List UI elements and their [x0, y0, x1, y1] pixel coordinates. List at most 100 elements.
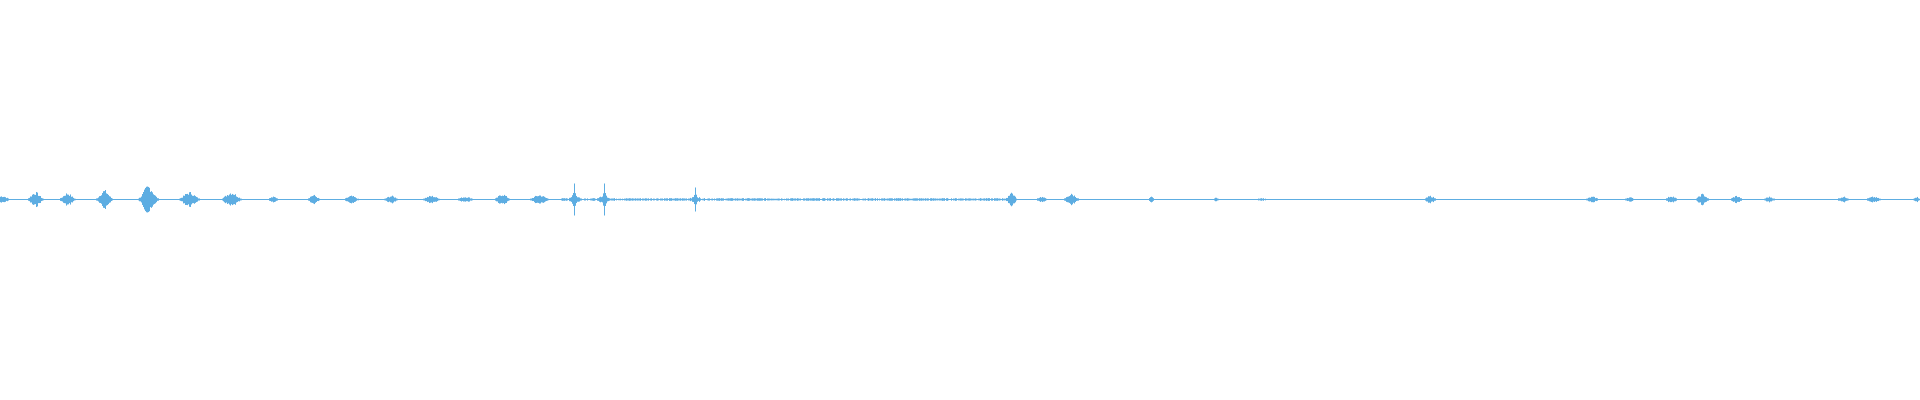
waveform-sample — [670, 198, 671, 201]
waveform-sample — [389, 197, 390, 202]
waveform-sample — [1696, 198, 1697, 201]
waveform-sample — [425, 197, 426, 202]
waveform-sample — [630, 198, 631, 201]
waveform-sample — [158, 198, 159, 201]
waveform-sample — [437, 197, 438, 202]
waveform-sample — [391, 196, 392, 203]
waveform-sample — [923, 198, 924, 201]
waveform-sample — [737, 198, 738, 201]
waveform-sample — [803, 198, 804, 201]
waveform-sample — [996, 198, 997, 201]
waveform-sample — [39, 195, 40, 204]
waveform-sample — [624, 198, 625, 201]
waveform-sample — [276, 198, 277, 201]
waveform-sample — [1076, 198, 1077, 201]
waveform-sample — [935, 198, 936, 201]
waveform-sample — [1214, 198, 1215, 201]
waveform-sample — [854, 198, 855, 201]
waveform-sample — [1667, 198, 1668, 201]
waveform-sample — [856, 198, 857, 201]
waveform-sample — [810, 198, 811, 201]
waveform-sample — [857, 198, 858, 201]
waveform-sample — [1152, 197, 1153, 202]
waveform-sample — [593, 198, 594, 201]
waveform-sample — [692, 197, 693, 202]
waveform-sample — [386, 198, 387, 201]
waveform-sample — [1073, 196, 1074, 203]
waveform-sample — [777, 198, 778, 201]
waveform-sample — [928, 198, 929, 201]
waveform-sample — [689, 198, 690, 201]
waveform-sample — [973, 198, 974, 201]
waveform-sample — [1880, 198, 1881, 201]
waveform-sample — [149, 187, 150, 212]
waveform-sample — [620, 198, 621, 201]
waveform-sample — [185, 194, 186, 205]
waveform-sample — [622, 198, 623, 201]
waveform-sample — [1005, 198, 1006, 201]
waveform-sample — [916, 198, 917, 201]
waveform-sample — [934, 198, 935, 201]
waveform-sample — [614, 198, 615, 201]
waveform-sample — [157, 198, 158, 201]
waveform-sample — [927, 198, 928, 201]
waveform-sample — [678, 198, 679, 201]
waveform-sample — [240, 198, 241, 201]
waveform-sample — [390, 196, 391, 203]
waveform-sample — [793, 198, 794, 201]
waveform-sample — [738, 198, 739, 201]
waveform-sample — [676, 198, 677, 201]
waveform-sample — [1150, 197, 1151, 202]
waveform-sample — [101, 195, 102, 204]
waveform-sample — [656, 198, 657, 201]
waveform-sample — [460, 198, 461, 201]
waveform-sample — [387, 197, 388, 202]
waveform-sample — [765, 198, 766, 201]
waveform-sample — [601, 197, 602, 202]
waveform-sample — [310, 196, 311, 203]
waveform-sample — [1, 196, 2, 203]
waveform-sample — [961, 198, 962, 201]
waveform-sample — [865, 198, 866, 201]
waveform-sample — [885, 198, 886, 201]
waveform-sample — [613, 198, 614, 201]
waveform-sample — [698, 198, 699, 201]
waveform-sample — [1262, 198, 1263, 201]
waveform-sample — [756, 198, 757, 201]
waveform-sample — [68, 194, 69, 205]
waveform-sample — [1841, 197, 1842, 202]
waveform-sample — [1037, 198, 1038, 201]
waveform-sample — [223, 197, 224, 202]
waveform-sample — [752, 198, 753, 201]
waveform-sample — [846, 198, 847, 201]
waveform-sample — [899, 198, 900, 201]
waveform-sample — [1708, 198, 1709, 201]
waveform-sample — [735, 198, 736, 201]
waveform-sample — [947, 198, 948, 201]
waveform-sample — [829, 198, 830, 201]
waveform-sample — [590, 198, 591, 201]
waveform-sample — [989, 198, 990, 201]
waveform-sample — [607, 197, 608, 202]
waveform-sample — [859, 198, 860, 201]
waveform-sample — [790, 198, 791, 201]
waveform-sample — [464, 197, 465, 202]
waveform-sample — [1673, 196, 1674, 203]
waveform-sample — [271, 197, 272, 202]
waveform-sample — [791, 198, 792, 201]
waveform-sample — [1259, 198, 1260, 201]
waveform-sample — [587, 198, 588, 201]
waveform-sample — [1589, 197, 1590, 202]
waveform-sample — [729, 198, 730, 201]
waveform-sample — [353, 196, 354, 203]
waveform-sample — [736, 198, 737, 201]
waveform-sample — [1012, 193, 1013, 206]
waveform-sample — [719, 198, 720, 201]
waveform-sample — [811, 198, 812, 201]
waveform-sample — [1876, 197, 1877, 202]
waveform-sample — [36, 191, 37, 208]
waveform-sample — [199, 198, 200, 201]
waveform-sample — [900, 198, 901, 201]
waveform-sample — [712, 198, 713, 201]
